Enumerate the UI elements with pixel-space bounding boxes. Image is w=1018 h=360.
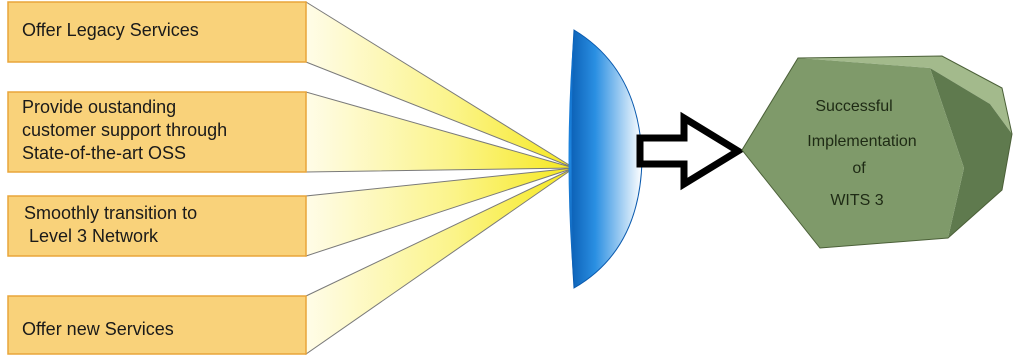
input-box-1: Offer Legacy Services — [8, 2, 306, 62]
outcome-hexagon: Successful Implementation of WITS 3 — [742, 56, 1012, 248]
svg-text:Offer new Services: Offer new Services — [22, 319, 174, 339]
input-box-4: Offer new Services — [8, 296, 306, 354]
input-1-line-1: Offer Legacy Services — [22, 20, 199, 40]
svg-text:Smoothly transition to: Smoothly transition to — [24, 203, 197, 223]
outcome-line-4: WITS 3 — [830, 192, 883, 209]
light-beams — [306, 2, 574, 354]
outcome-line-2: Implementation — [807, 133, 916, 150]
svg-text:Implementation: Implementation — [807, 133, 916, 150]
outcome-line-3: of — [852, 160, 866, 177]
svg-text:State-of-the-art OSS: State-of-the-art OSS — [22, 143, 186, 163]
svg-text:Provide oustanding: Provide oustanding — [22, 97, 176, 117]
input-box-2: Provide oustanding customer support thro… — [8, 92, 306, 172]
input-3-line-1: Smoothly transition to — [24, 203, 197, 223]
svg-text:Level 3 Network: Level 3 Network — [24, 226, 159, 246]
svg-text:WITS 3: WITS 3 — [830, 192, 883, 209]
input-4-line-1: Offer new Services — [22, 319, 174, 339]
input-box-3: Smoothly transition to Level 3 Network — [8, 196, 306, 256]
svg-text:Offer Legacy Services: Offer Legacy Services — [22, 20, 199, 40]
input-2-line-3: State-of-the-art OSS — [22, 143, 186, 163]
hexagon-front-face — [742, 58, 964, 248]
input-2-line-1: Provide oustanding — [22, 97, 176, 117]
input-3-line-2: Level 3 Network — [24, 226, 159, 246]
svg-text:customer support through: customer support through — [22, 120, 227, 140]
input-2-line-2: customer support through — [22, 120, 227, 140]
svg-text:of: of — [852, 160, 866, 177]
svg-text:Successful: Successful — [815, 98, 892, 115]
lens — [569, 30, 643, 288]
outline-arrow — [640, 118, 738, 184]
outcome-line-1: Successful — [815, 98, 892, 115]
